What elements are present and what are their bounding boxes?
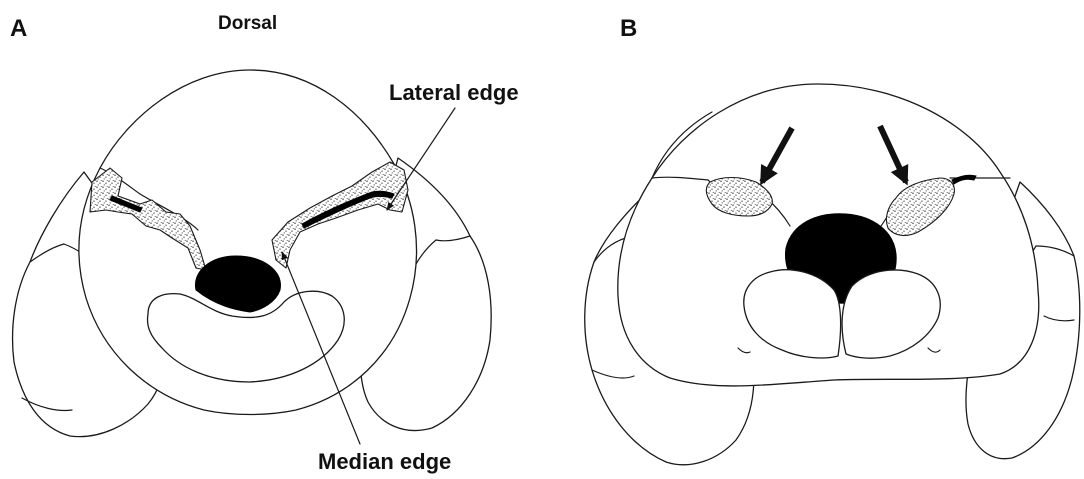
- panel-b: B: [585, 15, 1080, 465]
- panel-a-label: A: [10, 15, 27, 42]
- orientation-label: Dorsal: [218, 13, 277, 34]
- panel-a: A Dorsal Lateral edge Median edge: [10, 13, 519, 474]
- panel-b-label: B: [620, 15, 637, 42]
- lateral-edge-label: Lateral edge: [389, 80, 519, 105]
- median-edge-label: Median edge: [318, 449, 451, 474]
